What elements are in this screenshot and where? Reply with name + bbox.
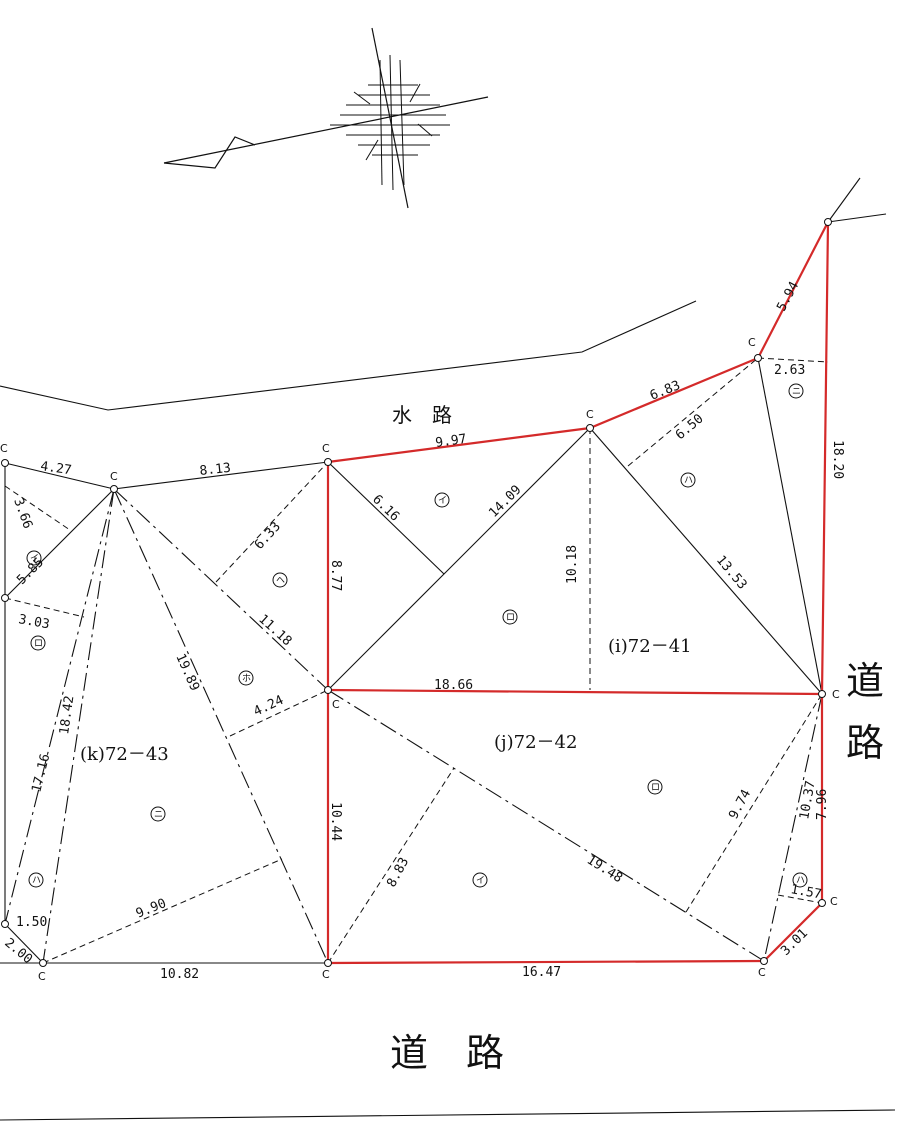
measurement-label: 3.01 — [778, 926, 811, 959]
measurement-label: 4.27 — [39, 459, 72, 478]
offset-lines — [4, 357, 829, 964]
canal-edge — [0, 177, 896, 1121]
measurement-label: 1.50 — [16, 915, 47, 930]
subdivision-marks: イ ロ ハ ニ ヘ ホ ロ イ ハ ニ ロ イ ハ — [26, 383, 808, 888]
measurement-label: 1.57 — [789, 882, 822, 902]
corner-label: C — [0, 442, 8, 455]
measurement-label: 2.00 — [1, 936, 35, 968]
measurement-label: 18.42 — [57, 695, 77, 736]
corner-label: C — [110, 470, 118, 483]
measurement-label: 8.77 — [328, 560, 343, 591]
svg-text:ニ: ニ — [154, 810, 163, 820]
svg-text:ロ: ロ — [506, 613, 515, 623]
subdivision-mark: イ — [26, 550, 42, 566]
road-label-bottom: 道 路 — [390, 1031, 504, 1075]
measurement-label: 16.47 — [522, 965, 561, 980]
subdivision-mark: ロ — [647, 779, 663, 795]
road-label-right-1: 道 — [846, 659, 884, 703]
corner-labels: C C C C C C C C C C C — [0, 336, 840, 983]
measurement-label: 13.53 — [713, 553, 750, 593]
lot-label-i: (i)72－41 — [608, 636, 692, 657]
measurement-label: 4.24 — [251, 693, 286, 720]
measurement-label: 18.20 — [830, 440, 845, 479]
measurement-label: 19.48 — [584, 853, 625, 886]
measurement-label: 3.03 — [17, 612, 50, 632]
road-label-right-2: 路 — [846, 721, 884, 765]
measurement-label: 9.90 — [134, 896, 169, 922]
parcel-boundary — [326, 221, 830, 965]
svg-text:ロ: ロ — [651, 783, 660, 793]
corner-label: C — [332, 698, 340, 711]
svg-text:イ: イ — [438, 496, 447, 506]
corner-label: C — [586, 408, 594, 421]
subdivision-mark: ニ — [150, 806, 166, 822]
measurement-label: 8.83 — [384, 855, 412, 890]
subdivision-mark: イ — [434, 492, 450, 508]
measurement-label: 11.18 — [255, 612, 294, 649]
svg-text:ハ: ハ — [32, 876, 41, 886]
survey-lines — [0, 357, 823, 964]
subdivision-mark: ハ — [28, 872, 44, 888]
svg-text:ニ: ニ — [792, 387, 801, 397]
measurement-label: 6.50 — [673, 411, 707, 443]
svg-text:イ: イ — [30, 554, 39, 564]
corner-label: C — [322, 968, 330, 981]
corner-label: C — [748, 336, 756, 349]
subdivision-mark: ハ — [792, 872, 808, 888]
lot-label-j: (j)72－42 — [494, 732, 577, 753]
north-arrow-icon — [163, 27, 489, 209]
lot-label-k: (k)72－43 — [80, 744, 169, 765]
measurement-label: 6.16 — [369, 492, 402, 525]
canal-label: 水 路 — [392, 403, 452, 427]
svg-text:ハ: ハ — [796, 876, 805, 886]
measurement-label: 10.37 — [797, 780, 819, 821]
measurement-label: 9.74 — [726, 787, 754, 822]
measurement-label: 10.44 — [328, 802, 343, 841]
measurement-label: 10.82 — [160, 967, 199, 982]
svg-text:ロ: ロ — [34, 639, 43, 649]
measurement-label: 5.94 — [774, 279, 802, 314]
subdivision-mark: ハ — [680, 472, 696, 488]
measurement-labels: 4.27 3.66 5.85 3.03 8.13 6.33 6.16 9.97 … — [1, 279, 845, 982]
measurement-label: 2.63 — [774, 363, 805, 378]
measurement-label: 17.16 — [29, 752, 53, 794]
subdivision-mark: ロ — [30, 635, 46, 651]
subdivision-mark: ホ — [238, 670, 254, 686]
subdivision-mark: ニ — [788, 383, 804, 399]
corner-label: C — [38, 970, 46, 983]
svg-text:ホ: ホ — [242, 673, 251, 684]
diagonal-lines — [4, 488, 823, 964]
measurement-label: 3.66 — [10, 496, 35, 531]
svg-text:ヘ: ヘ — [276, 576, 285, 586]
svg-text:ハ: ハ — [684, 476, 693, 486]
corner-label: C — [830, 895, 838, 908]
corner-label: C — [832, 688, 840, 701]
measurement-label: 10.18 — [565, 545, 580, 584]
measurement-label: 19.89 — [172, 652, 202, 694]
measurement-label: 18.66 — [434, 678, 473, 693]
corner-label: C — [758, 966, 766, 979]
subdivision-mark: ロ — [502, 609, 518, 625]
corner-label: C — [322, 442, 330, 455]
corner-points — [1, 218, 832, 967]
measurement-label: 7.96 — [815, 789, 830, 820]
measurement-label: 14.09 — [486, 483, 524, 521]
measurement-label: 9.97 — [434, 432, 467, 451]
subdivision-mark: ヘ — [272, 572, 288, 588]
subdivision-mark: イ — [472, 872, 488, 888]
svg-text:イ: イ — [476, 876, 485, 886]
measurement-label: 6.33 — [252, 519, 284, 552]
measurement-label: 8.13 — [199, 461, 232, 479]
measurement-label: 6.83 — [648, 378, 683, 404]
